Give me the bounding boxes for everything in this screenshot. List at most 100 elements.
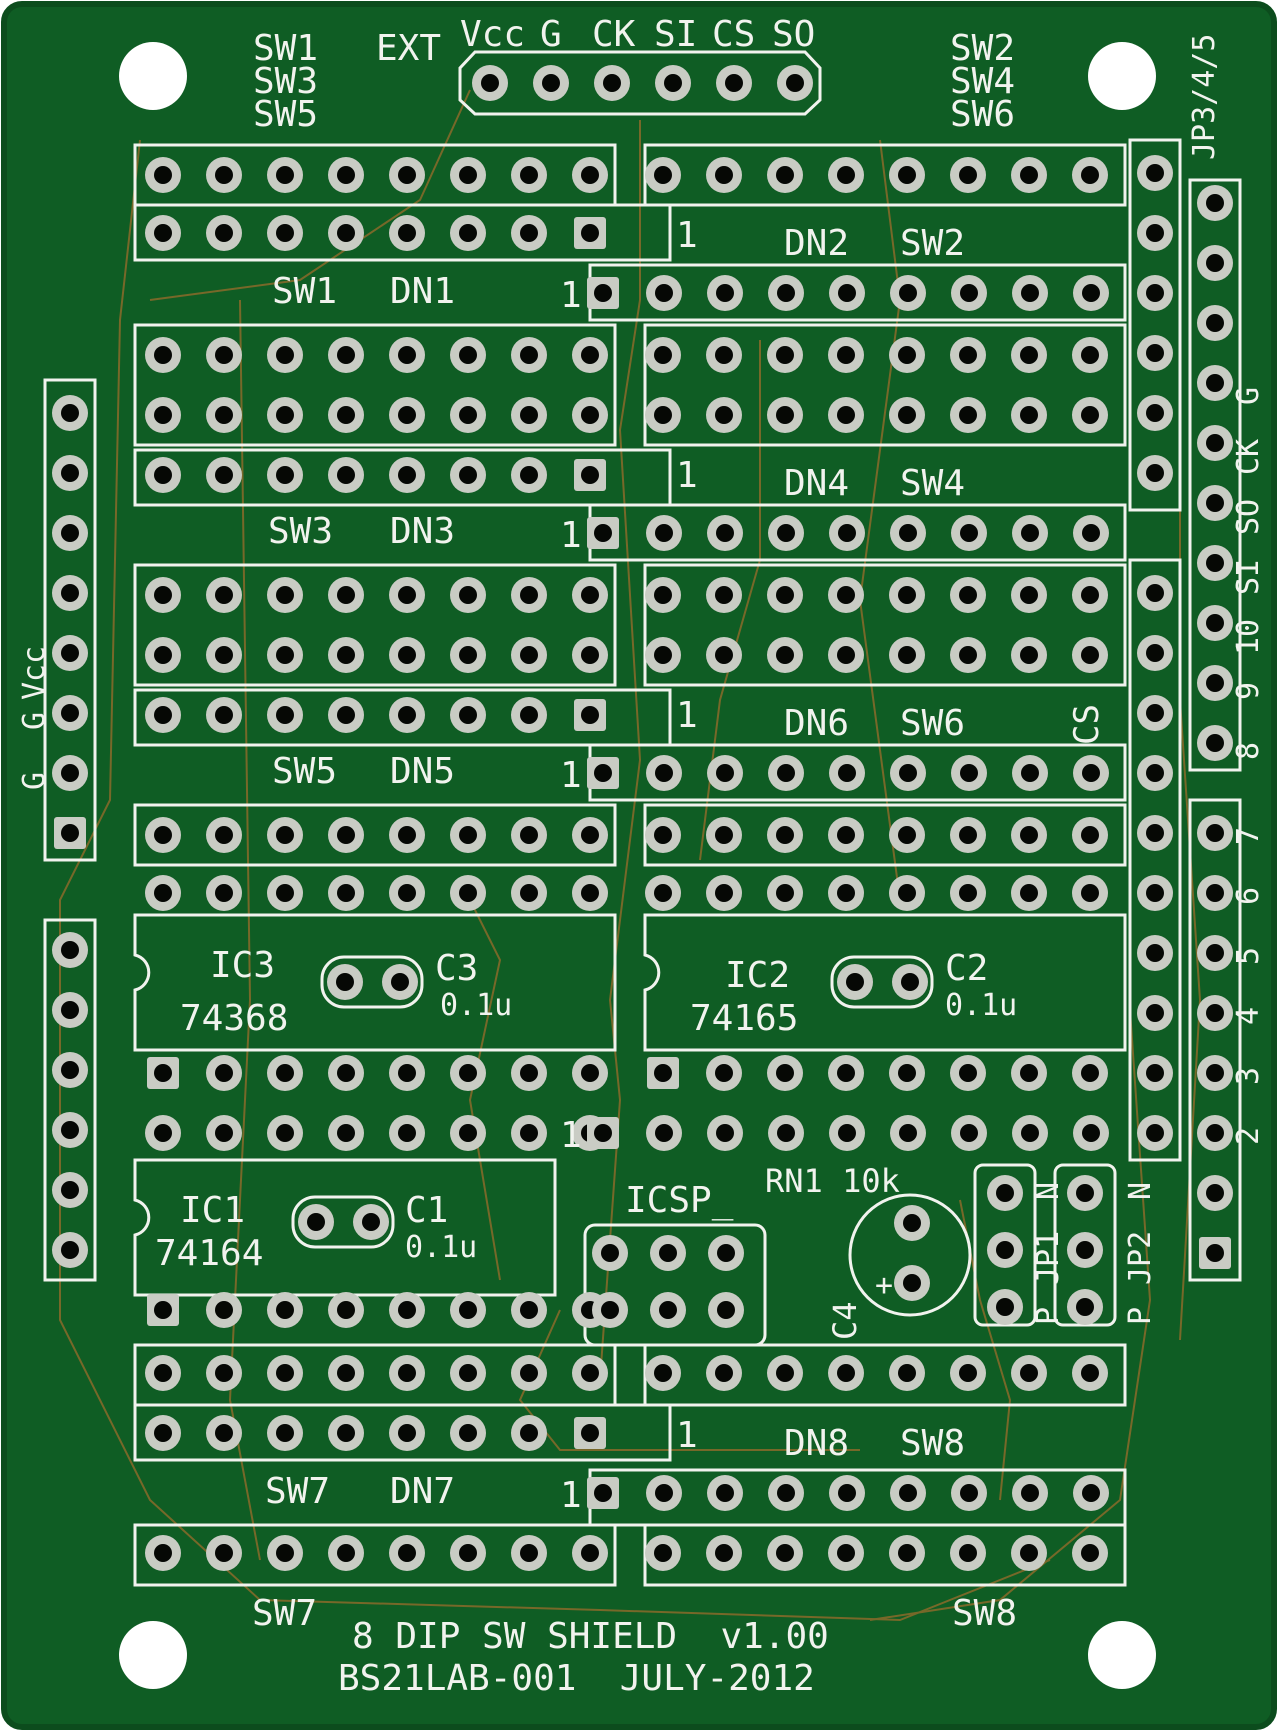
pad-hole bbox=[215, 586, 233, 604]
pad-hole bbox=[1206, 674, 1224, 692]
pad-hole bbox=[61, 1241, 79, 1259]
pad-hole bbox=[1206, 434, 1224, 452]
label-dn1: DN1 bbox=[390, 271, 455, 312]
label-sw2-top: SW2 bbox=[950, 28, 1015, 69]
pad-hole bbox=[520, 884, 538, 902]
pad-hole bbox=[1206, 494, 1224, 512]
pad-hole bbox=[154, 166, 172, 184]
pad-hole bbox=[215, 826, 233, 844]
pad-hole bbox=[1206, 824, 1224, 842]
footer-line1: 8 DIP SW SHIELD v1.00 bbox=[352, 1616, 829, 1657]
pad-hole bbox=[716, 524, 734, 542]
pad-hole bbox=[154, 826, 172, 844]
pad-hole bbox=[520, 706, 538, 724]
pad-hole bbox=[1146, 704, 1164, 722]
pad-hole bbox=[786, 74, 804, 92]
pad-hole bbox=[837, 1364, 855, 1382]
pad-hole bbox=[960, 1124, 978, 1142]
mounting-holes bbox=[119, 42, 1156, 1689]
pad-hole bbox=[1082, 1484, 1100, 1502]
pad-hole bbox=[154, 1364, 172, 1382]
pad-hole bbox=[1081, 166, 1099, 184]
pad-hole bbox=[837, 1064, 855, 1082]
pad-hole bbox=[276, 466, 294, 484]
label-sw8-bottom: SW8 bbox=[952, 1593, 1017, 1634]
pad-hole bbox=[276, 1301, 294, 1319]
pad-hole bbox=[1020, 1544, 1038, 1562]
pad-hole bbox=[959, 884, 977, 902]
label-sw8: SW8 bbox=[900, 1423, 965, 1464]
pad-hole bbox=[520, 1064, 538, 1082]
pad-hole bbox=[1146, 644, 1164, 662]
pad-hole bbox=[594, 284, 612, 302]
pad-hole bbox=[581, 1364, 599, 1382]
pad-hole bbox=[960, 1484, 978, 1502]
rn1-label: RN1 10k bbox=[765, 1162, 900, 1200]
c4-plus: + bbox=[875, 1268, 893, 1303]
pad-hole bbox=[1081, 1364, 1099, 1382]
pad-hole bbox=[717, 1301, 735, 1319]
pad-hole bbox=[459, 1301, 477, 1319]
pad-hole bbox=[1081, 826, 1099, 844]
pad-hole bbox=[1206, 314, 1224, 332]
pad-hole bbox=[776, 1364, 794, 1382]
label-dn6: DN6 bbox=[784, 703, 849, 744]
pad-hole bbox=[276, 1544, 294, 1562]
pad-hole bbox=[215, 1301, 233, 1319]
pad-hole bbox=[837, 346, 855, 364]
pad-hole bbox=[1020, 826, 1038, 844]
pad-hole bbox=[776, 646, 794, 664]
label-dn3: DN3 bbox=[390, 511, 455, 552]
pad-hole bbox=[1021, 284, 1039, 302]
c3-ref: C3 bbox=[435, 948, 478, 989]
pad-hole bbox=[898, 166, 916, 184]
pad-hole bbox=[154, 346, 172, 364]
pad-hole bbox=[459, 166, 477, 184]
pad-hole bbox=[520, 466, 538, 484]
label-cs: CS bbox=[1067, 704, 1107, 745]
pad-hole bbox=[215, 1544, 233, 1562]
pad-hole bbox=[337, 586, 355, 604]
label-sw4-top: SW4 bbox=[950, 61, 1015, 102]
pad-hole bbox=[337, 346, 355, 364]
pad-hole bbox=[459, 466, 477, 484]
pad-hole bbox=[154, 1064, 172, 1082]
pad-hole bbox=[715, 406, 733, 424]
pad-hole bbox=[837, 826, 855, 844]
pad-hole bbox=[61, 464, 79, 482]
pad-hole bbox=[459, 346, 477, 364]
pad-hole bbox=[654, 1364, 672, 1382]
pad-hole bbox=[520, 586, 538, 604]
pad-hole bbox=[1081, 406, 1099, 424]
pad-hole bbox=[1020, 586, 1038, 604]
pad-hole bbox=[336, 973, 354, 991]
pad-hole bbox=[398, 224, 416, 242]
ic2-part: 74165 bbox=[690, 998, 798, 1039]
pad-hole bbox=[398, 1424, 416, 1442]
pad-hole bbox=[655, 524, 673, 542]
pad-hole bbox=[154, 706, 172, 724]
pad-hole bbox=[1206, 734, 1224, 752]
pad-hole bbox=[601, 1244, 619, 1262]
pad-hole bbox=[1206, 1184, 1224, 1202]
label-right-8: 8 bbox=[1231, 742, 1266, 760]
pad-hole bbox=[1146, 164, 1164, 182]
pad-hole bbox=[1081, 1064, 1099, 1082]
pad-hole bbox=[154, 586, 172, 604]
pad-hole bbox=[520, 1424, 538, 1442]
pad-hole bbox=[398, 706, 416, 724]
pad-hole bbox=[654, 826, 672, 844]
pad-hole bbox=[837, 884, 855, 902]
pad-hole bbox=[337, 1424, 355, 1442]
pad-hole bbox=[1206, 884, 1224, 902]
label-sw7-bottom: SW7 bbox=[252, 1593, 317, 1634]
pad-hole bbox=[459, 586, 477, 604]
pad-hole bbox=[459, 224, 477, 242]
pad-hole bbox=[459, 1064, 477, 1082]
pad-hole bbox=[837, 166, 855, 184]
pad-hole bbox=[776, 826, 794, 844]
c2-ref: C2 bbox=[945, 948, 988, 989]
pad-hole bbox=[996, 1298, 1014, 1316]
pad-hole bbox=[898, 346, 916, 364]
c4-label: C4 bbox=[826, 1301, 864, 1340]
